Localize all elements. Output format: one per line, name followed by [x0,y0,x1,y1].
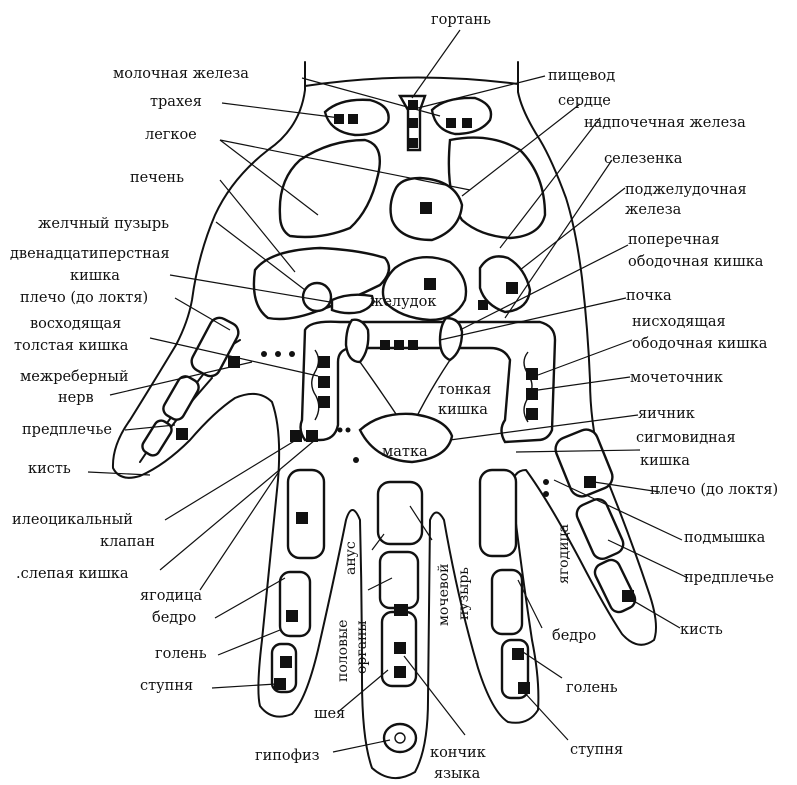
label-foot-left: ступня [140,678,193,694]
label-duodenum-1: двенадцатиперстная [10,246,170,262]
label-forearm-left: предплечье [22,422,112,438]
label-ureter: мочеточник [630,370,723,386]
label-transverse-colon-2: ободочная кишка [628,254,764,270]
label-mammary-gland: молочная железа [113,66,249,82]
label-sigmoid-2: кишка [640,453,690,469]
label-thigh-right: бедро [552,628,596,644]
gallbladder-shape [303,283,331,311]
label-neck: шея [314,706,345,722]
label-lung: легкое [145,127,197,143]
label-genitals-2: органы [354,620,370,674]
label-ileocecal-1: илеоцикальный [12,512,133,528]
label-buttock-left: ягодица [140,588,202,604]
label-cecum: .слепая кишка [16,566,129,582]
label-descending-colon-2: ободочная кишка [632,336,768,352]
label-shoulder-right: плечо (до локтя) [650,482,778,498]
left-kidney-shape [346,320,368,362]
label-pancreas-1: поджелудочная [625,182,747,198]
duodenum-shape [332,295,373,313]
label-ascending-colon-1: восходящая [30,316,121,332]
label-bladder-1: мочевой [436,563,452,626]
label-genitals-1: половые [335,620,351,682]
label-anus: анус [343,541,359,575]
label-gallbladder: желчный пузырь [38,216,169,232]
label-ileocecal-2: клапан [100,534,155,550]
label-intercostal-1: межреберный [20,369,129,385]
label-trachea: трахея [150,94,202,110]
label-ovary: яичник [638,406,695,422]
label-armpit: подмышка [684,530,766,546]
label-ascending-colon-2: толстая кишка [14,338,129,354]
label-forearm-right: предплечье [684,570,774,586]
right-lung-shape [449,138,545,238]
label-buttock-right: ягодица [556,524,572,584]
label-kidney: почка [626,288,672,304]
label-tongue-1: кончик [430,745,486,761]
label-larynx: гортань [431,12,491,28]
label-adrenal: надпочечная железа [584,115,746,131]
label-uterus: матка [382,444,428,460]
thumb-bones [140,314,242,458]
label-heart: сердце [558,93,611,109]
label-esophagus: пищевод [548,68,615,84]
right-breast-shape [432,98,491,134]
label-foot-right: ступня [570,742,623,758]
label-liver: печень [130,170,184,186]
label-sigmoid-1: сигмовидная [636,430,736,446]
label-hand-right: кисть [680,622,723,638]
label-shoulder-left: плечо (до локтя) [20,290,148,306]
label-thigh-left: бедро [152,610,196,626]
label-small-intestine-1: тонкая [438,382,491,398]
label-shin-left: голень [155,646,207,662]
label-descending-colon-1: нисходящая [632,314,726,330]
label-spleen: селезенка [604,151,683,167]
label-transverse-colon-1: поперечная [628,232,720,248]
label-small-intestine-2: кишка [438,402,488,418]
label-pancreas-2: железа [625,202,682,218]
ureter-lines [360,360,450,420]
label-bladder-2: пузырь [456,567,472,620]
ring-finger-bones [480,470,528,698]
label-shin-right: голень [566,680,618,696]
label-stomach: желудок [370,294,436,310]
label-tongue-2: языка [434,766,481,782]
middle-finger-bones [378,482,422,752]
label-duodenum-2: кишка [70,268,120,284]
label-pituitary: гипофиз [255,748,320,764]
label-intercostal-2: нерв [58,390,94,406]
label-hand-left: кисть [28,461,71,477]
wrist-line [305,77,518,86]
